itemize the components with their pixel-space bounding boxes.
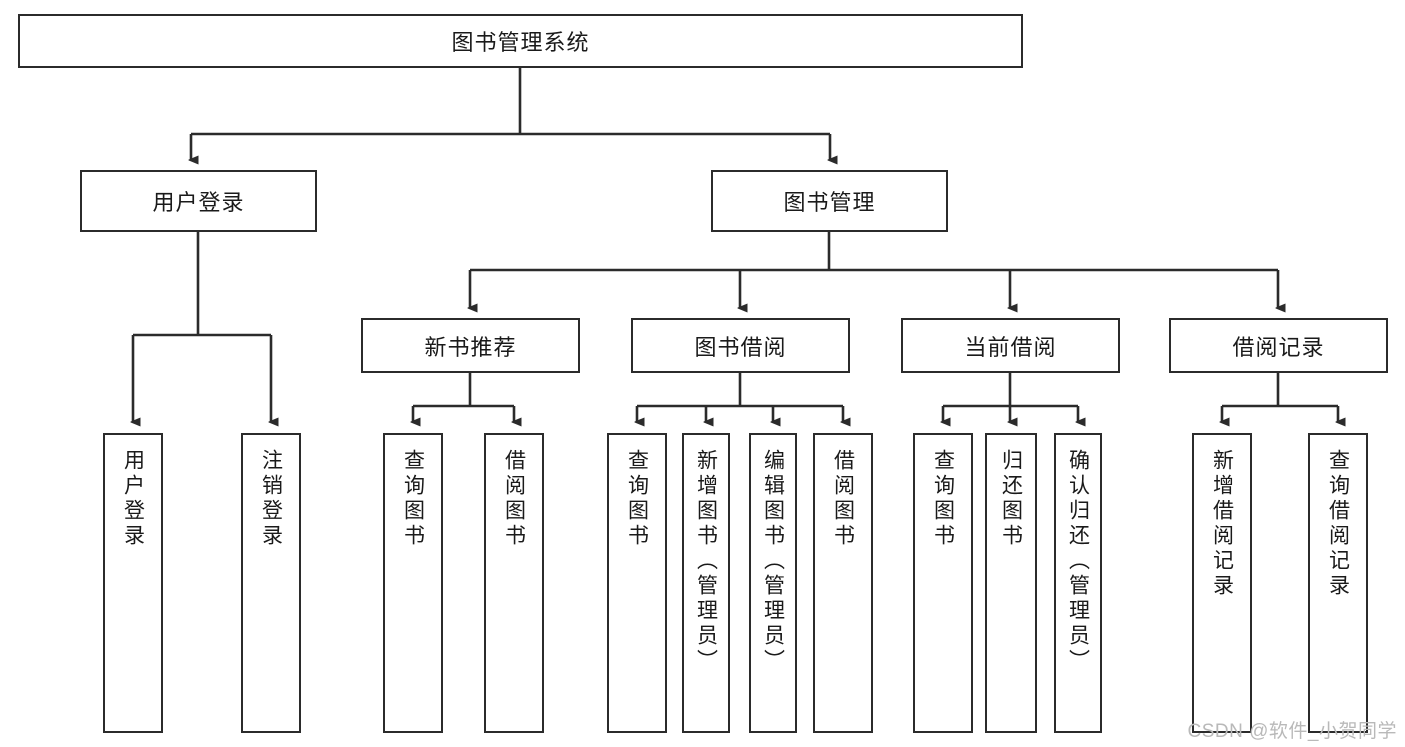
node-label: 用户登录 (121, 449, 145, 549)
watermark-text: CSDN @软件_小贺同学 (1187, 721, 1397, 742)
node-label: 查询图书 (401, 449, 425, 549)
leaf-borrow-add-book-admin[interactable]: 新增图书（管理员） (682, 433, 730, 733)
leaf-borrow-query-book[interactable]: 查询图书 (607, 433, 667, 733)
node-current-borrow[interactable]: 当前借阅 (901, 318, 1120, 373)
node-label: 查询图书 (931, 449, 955, 549)
node-label: 借阅记录 (1232, 334, 1325, 360)
node-label: 编辑图书（管理员） (761, 449, 785, 674)
node-label: 新增图书（管理员） (694, 449, 718, 674)
node-label: 用户登录 (152, 190, 245, 215)
leaf-record-query-record[interactable]: 查询借阅记录 (1308, 433, 1368, 733)
node-label: 借阅图书 (502, 449, 526, 549)
node-label: 查询借阅记录 (1326, 449, 1350, 599)
node-label: 借阅图书 (831, 449, 855, 549)
node-label: 图书管理 (783, 190, 876, 215)
node-label: 归还图书 (999, 449, 1023, 549)
leaf-current-return-book[interactable]: 归还图书 (985, 433, 1037, 733)
node-root-system[interactable]: 图书管理系统 (18, 14, 1023, 68)
node-book-borrow[interactable]: 图书借阅 (631, 318, 850, 373)
node-label: 当前借阅 (964, 334, 1057, 360)
node-label: 确认归还（管理员） (1066, 449, 1090, 674)
leaf-current-query-book[interactable]: 查询图书 (913, 433, 973, 733)
leaf-user-login[interactable]: 用户登录 (103, 433, 163, 733)
leaf-current-confirm-return-admin[interactable]: 确认归还（管理员） (1054, 433, 1102, 733)
node-label: 新书推荐 (424, 334, 517, 360)
node-borrow-record[interactable]: 借阅记录 (1169, 318, 1388, 373)
node-user-login[interactable]: 用户登录 (80, 170, 317, 232)
node-label: 图书管理系统 (451, 30, 590, 55)
node-label: 注销登录 (259, 449, 283, 549)
leaf-recommend-borrow-book[interactable]: 借阅图书 (484, 433, 544, 733)
leaf-borrow-borrow-book[interactable]: 借阅图书 (813, 433, 873, 733)
node-label: 新增借阅记录 (1210, 449, 1234, 599)
node-label: 查询图书 (625, 449, 649, 549)
node-new-book-recommend[interactable]: 新书推荐 (361, 318, 580, 373)
leaf-borrow-edit-book-admin[interactable]: 编辑图书（管理员） (749, 433, 797, 733)
node-label: 图书借阅 (694, 334, 787, 360)
leaf-logout-login[interactable]: 注销登录 (241, 433, 301, 733)
leaf-recommend-query-book[interactable]: 查询图书 (383, 433, 443, 733)
node-book-management[interactable]: 图书管理 (711, 170, 948, 232)
leaf-record-add-record[interactable]: 新增借阅记录 (1192, 433, 1252, 733)
